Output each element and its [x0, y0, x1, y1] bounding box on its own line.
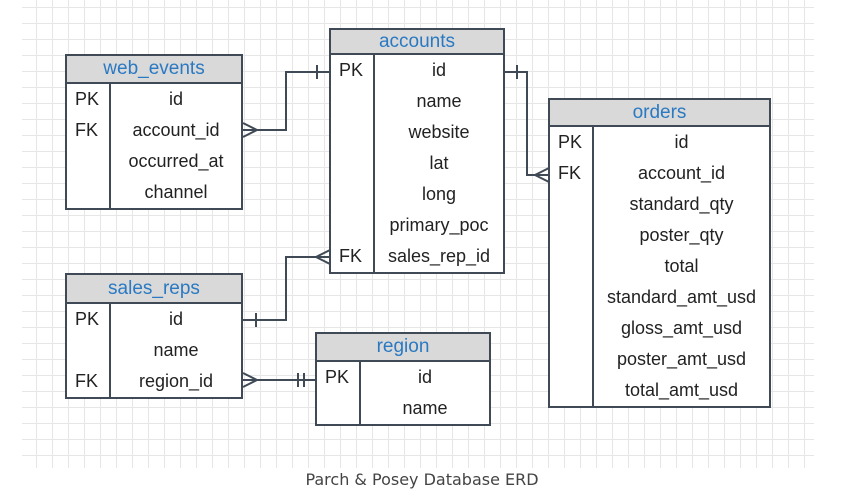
- key-cell: FK: [339, 246, 363, 266]
- link-web-events-accounts: [243, 71, 330, 131]
- key-cell: PK: [558, 132, 583, 152]
- crowfoot-many-accounts: [315, 249, 331, 265]
- key-cell: [550, 220, 592, 251]
- field-name: id: [674, 132, 689, 152]
- key-cell: [550, 282, 592, 313]
- crowfoot-many-orders: [534, 167, 550, 183]
- field-name: total_amt_usd: [624, 380, 739, 400]
- field-name: id: [168, 309, 183, 329]
- field-name: account_id: [132, 120, 220, 140]
- key-cell: [331, 179, 373, 210]
- crowfoot-many-sales-reps: [242, 372, 258, 388]
- field-name: total: [664, 256, 699, 276]
- entity-orders[interactable]: orders PK FK id account_id standard_qty …: [548, 98, 771, 408]
- field-name: account_id: [637, 163, 726, 183]
- key-cell: [331, 148, 373, 179]
- key-cell: [331, 117, 373, 148]
- key-cell: [550, 313, 592, 344]
- entity-title: orders: [550, 100, 769, 127]
- entity-sales-reps[interactable]: sales_reps PK FK id name region_id: [65, 273, 243, 399]
- entity-accounts[interactable]: accounts PK FK id name website lat long …: [329, 28, 505, 274]
- key-cell: FK: [75, 120, 99, 140]
- entity-web-events[interactable]: web_events PK FK id account_id occurred_…: [65, 54, 243, 210]
- field-name: lat: [429, 153, 449, 173]
- key-cell: PK: [339, 60, 364, 80]
- key-cell: [550, 251, 592, 282]
- field-name: name: [153, 340, 199, 360]
- key-cell: FK: [75, 371, 99, 391]
- key-cell: [67, 177, 109, 208]
- field-name: channel: [144, 182, 208, 202]
- field-name: long: [421, 184, 457, 204]
- key-cell: FK: [558, 163, 582, 183]
- field-name: primary_poc: [389, 215, 489, 235]
- field-name: region_id: [138, 371, 214, 391]
- field-name: poster_qty: [639, 225, 724, 245]
- link-accounts-sales-reps: [243, 256, 330, 321]
- field-name: name: [416, 91, 462, 111]
- key-cell: [331, 210, 373, 241]
- link-accounts-orders: [505, 71, 549, 176]
- key-cell: [331, 86, 373, 117]
- field-name: gloss_amt_usd: [620, 318, 743, 338]
- crowfoot-many-web-events: [242, 122, 258, 138]
- key-cell: [67, 146, 109, 177]
- entity-region[interactable]: region PK id name: [315, 332, 491, 426]
- key-cell: PK: [75, 309, 100, 329]
- entity-title: region: [317, 334, 489, 362]
- key-cell: [550, 344, 592, 375]
- field-name: name: [402, 398, 448, 418]
- diagram-caption: Parch & Posey Database ERD: [305, 470, 539, 489]
- field-name: sales_rep_id: [387, 246, 491, 266]
- key-cell: [550, 189, 592, 220]
- entity-title: accounts: [331, 30, 503, 55]
- field-name: standard_amt_usd: [606, 287, 757, 307]
- field-name: poster_amt_usd: [616, 349, 747, 369]
- key-cell: PK: [75, 89, 100, 109]
- field-name: website: [408, 122, 470, 142]
- field-name: id: [417, 367, 432, 387]
- key-cell: PK: [325, 367, 350, 387]
- key-cell: [550, 375, 592, 406]
- field-name: id: [168, 89, 183, 109]
- field-name: id: [431, 60, 446, 80]
- key-cell: [67, 335, 109, 366]
- entity-title: web_events: [67, 56, 241, 84]
- field-name: standard_qty: [629, 194, 734, 214]
- entity-title: sales_reps: [67, 275, 241, 304]
- field-name: occurred_at: [128, 151, 224, 171]
- key-cell: [317, 393, 359, 424]
